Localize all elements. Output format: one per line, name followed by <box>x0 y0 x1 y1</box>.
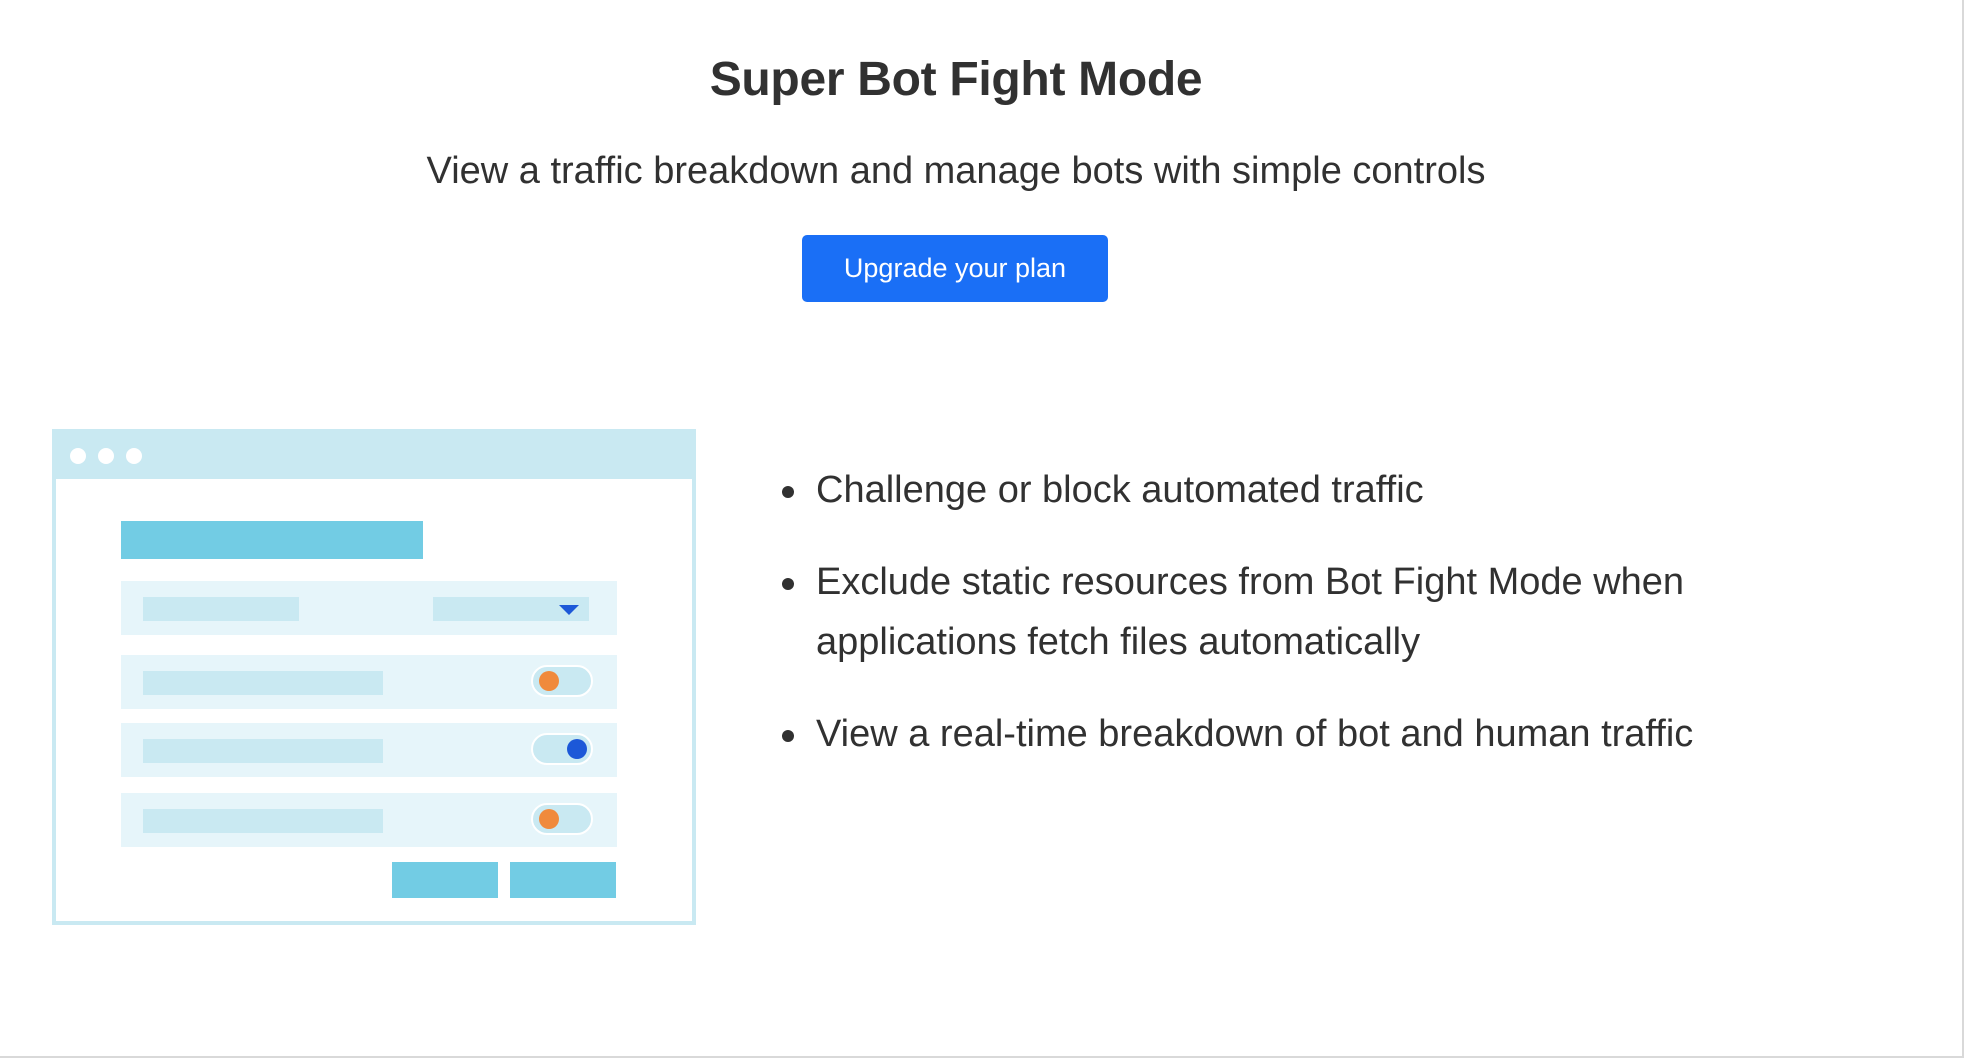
bullet-icon <box>782 578 794 590</box>
feature-text: View a real-time breakdown of bot and hu… <box>816 713 1694 755</box>
illustration-select <box>433 597 589 621</box>
toggle-knob <box>539 671 559 691</box>
feature-item: View a real-time breakdown of bot and hu… <box>770 704 1810 764</box>
illustration-toggle-row <box>121 723 617 777</box>
caret-down-icon <box>559 605 579 615</box>
illustration-row-label <box>143 739 383 763</box>
toggle-off-icon <box>531 803 593 835</box>
illustration-button-block <box>510 862 616 898</box>
settings-window-illustration <box>52 429 696 925</box>
feature-list: Challenge or block automated traffic Exc… <box>770 460 1810 796</box>
illustration-title-bar <box>56 433 692 479</box>
feature-item: Challenge or block automated traffic <box>770 460 1810 520</box>
illustration-row-label <box>143 597 299 621</box>
window-dot-icon <box>126 448 142 464</box>
bullet-icon <box>782 486 794 498</box>
feature-text: Exclude static resources from Bot Fight … <box>816 561 1685 663</box>
toggle-knob <box>567 739 587 759</box>
page-title: Super Bot Fight Mode <box>709 53 1203 106</box>
window-dot-icon <box>98 448 114 464</box>
illustration-select-row <box>121 581 617 635</box>
illustration-toggle-row <box>121 793 617 847</box>
toggle-on-icon <box>531 733 593 765</box>
toggle-knob <box>539 809 559 829</box>
toggle-off-icon <box>531 665 593 697</box>
illustration-button-block <box>392 862 498 898</box>
illustration-toggle-row <box>121 655 617 709</box>
bullet-icon <box>782 730 794 742</box>
illustration-heading-block <box>121 521 423 559</box>
page-subtitle: View a traffic breakdown and manage bots… <box>426 150 1486 192</box>
feature-item: Exclude static resources from Bot Fight … <box>770 552 1810 672</box>
window-dot-icon <box>70 448 86 464</box>
upgrade-plan-button[interactable]: Upgrade your plan <box>802 235 1108 302</box>
illustration-row-label <box>143 809 383 833</box>
feature-text: Challenge or block automated traffic <box>816 469 1424 511</box>
illustration-row-label <box>143 671 383 695</box>
